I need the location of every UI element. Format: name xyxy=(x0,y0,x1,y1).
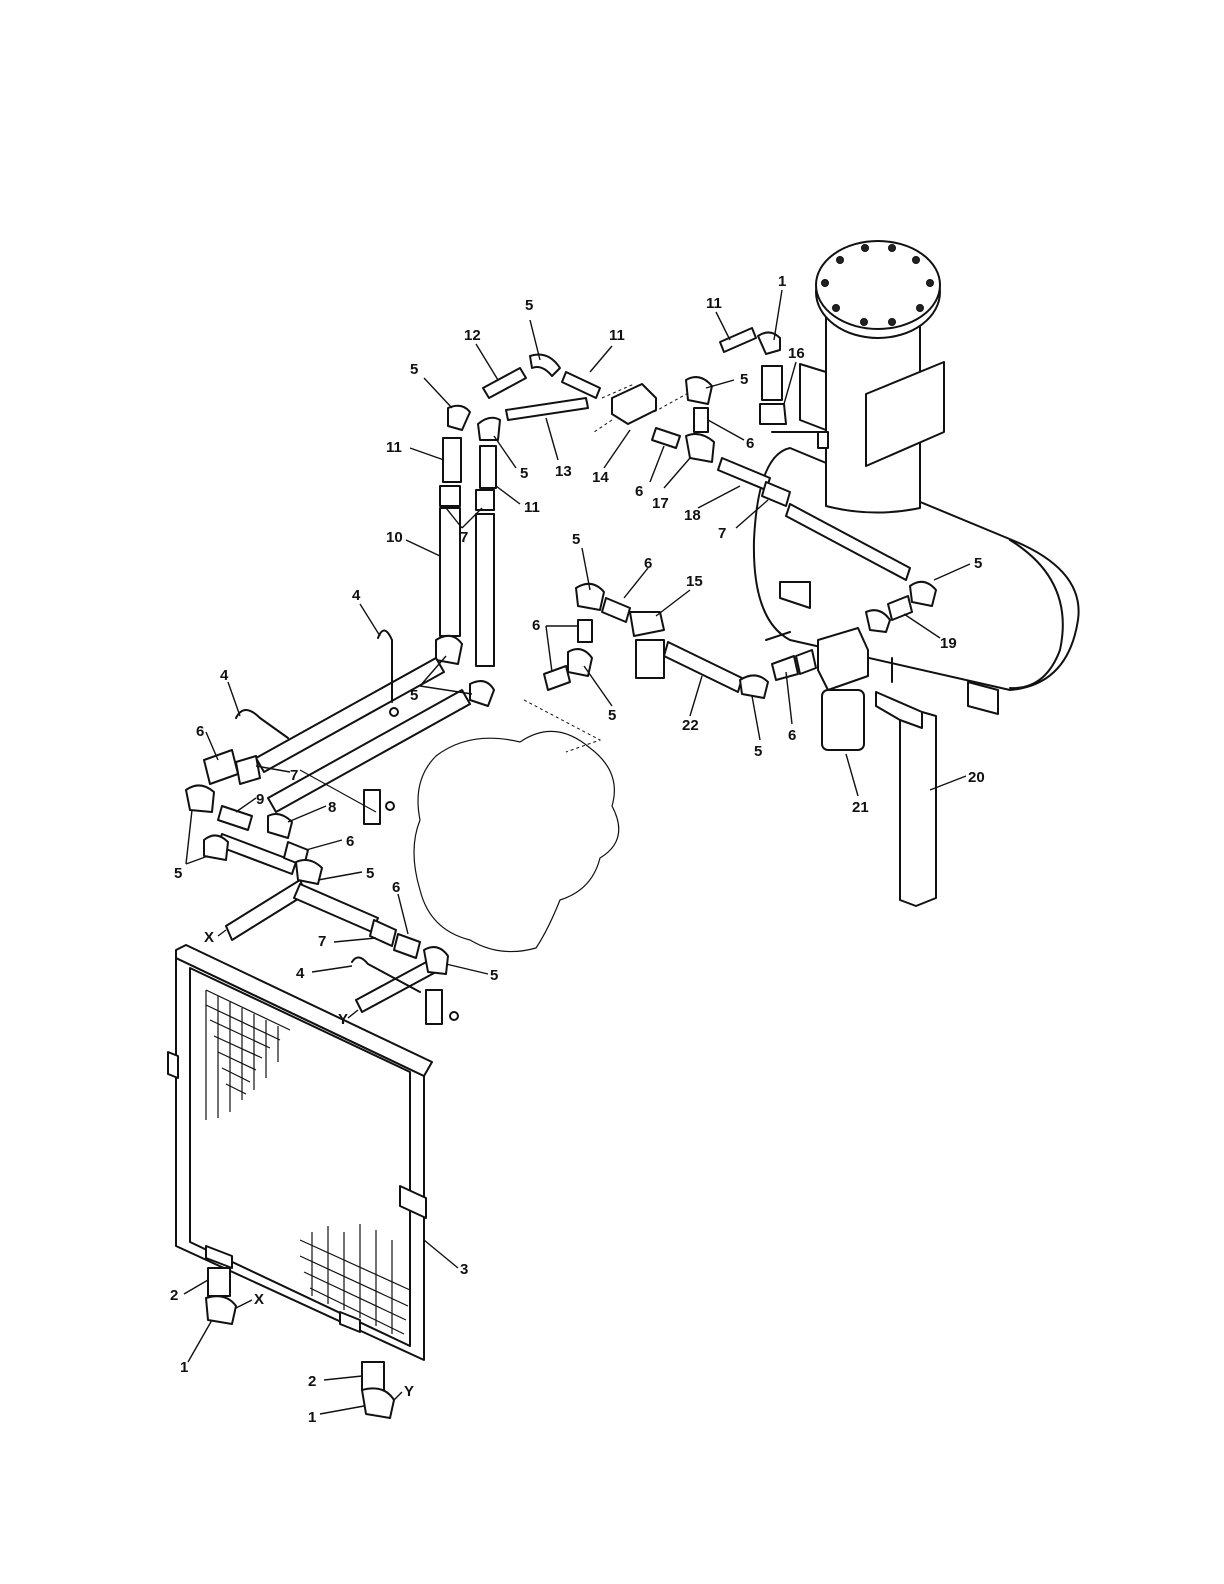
callout-label: X xyxy=(204,929,214,946)
callout-label: 8 xyxy=(328,799,336,816)
callout-label: 7 xyxy=(318,933,326,950)
callout-label: 1 xyxy=(308,1409,316,1426)
callout-label: 6 xyxy=(644,555,652,572)
callout-label: 4 xyxy=(220,667,229,684)
callout-label: 14 xyxy=(592,469,609,486)
callout-label: 6 xyxy=(392,879,400,896)
callout-label: 21 xyxy=(852,799,869,816)
callout-label: 12 xyxy=(464,327,481,344)
callout-label: 6 xyxy=(346,833,354,850)
callout-label: 2 xyxy=(170,1287,178,1304)
callout-label: 10 xyxy=(386,529,403,546)
callout-label: 11 xyxy=(524,499,540,516)
callout-label: 7 xyxy=(290,767,298,784)
callout-label: 3 xyxy=(460,1261,468,1278)
callout-label: 5 xyxy=(974,555,982,572)
separator-tank xyxy=(754,241,1079,714)
callout-label: 5 xyxy=(410,361,418,378)
callout-label: 13 xyxy=(555,463,572,480)
callout-label: 5 xyxy=(525,297,533,314)
callout-label: 6 xyxy=(635,483,643,500)
callout-label: 9 xyxy=(256,791,264,808)
callout-label: 4 xyxy=(352,587,361,604)
callout-label: 5 xyxy=(174,865,182,882)
callout-label: 5 xyxy=(572,531,580,548)
callout-label: X xyxy=(254,1291,264,1308)
callout-label: 20 xyxy=(968,769,985,786)
callout-label: 4 xyxy=(296,965,305,982)
callout-label: 2 xyxy=(308,1373,316,1390)
callout-label: 1 xyxy=(180,1359,188,1376)
callout-label: 5 xyxy=(410,687,418,704)
callout-label: 19 xyxy=(940,635,957,652)
callout-label: 7 xyxy=(718,525,726,542)
callout-label: 6 xyxy=(532,617,540,634)
callout-label: 11 xyxy=(706,295,722,312)
callout-label: 15 xyxy=(686,573,703,590)
callout-label: 11 xyxy=(386,439,402,456)
callout-label: 5 xyxy=(754,743,762,760)
callout-label: 5 xyxy=(740,371,748,388)
callout-label: 6 xyxy=(746,435,754,452)
callout-label: 6 xyxy=(788,727,796,744)
callout-label: 16 xyxy=(788,345,805,362)
callout-label: 5 xyxy=(490,967,498,984)
callout-label: 5 xyxy=(366,865,374,882)
callout-label: Y xyxy=(404,1383,414,1400)
callout-label: Y xyxy=(338,1011,348,1028)
callout-label: 1 xyxy=(778,273,786,290)
callout-label: 22 xyxy=(682,717,699,734)
engine-phantom-outline xyxy=(414,700,619,952)
callout-label: 6 xyxy=(196,723,204,740)
callout-label: 5 xyxy=(520,465,528,482)
callout-label: 17 xyxy=(652,495,669,512)
callout-label: 18 xyxy=(684,507,701,524)
callout-label: 7 xyxy=(460,529,468,546)
callout-label: 11 xyxy=(609,327,625,344)
callout-label: 5 xyxy=(608,707,616,724)
